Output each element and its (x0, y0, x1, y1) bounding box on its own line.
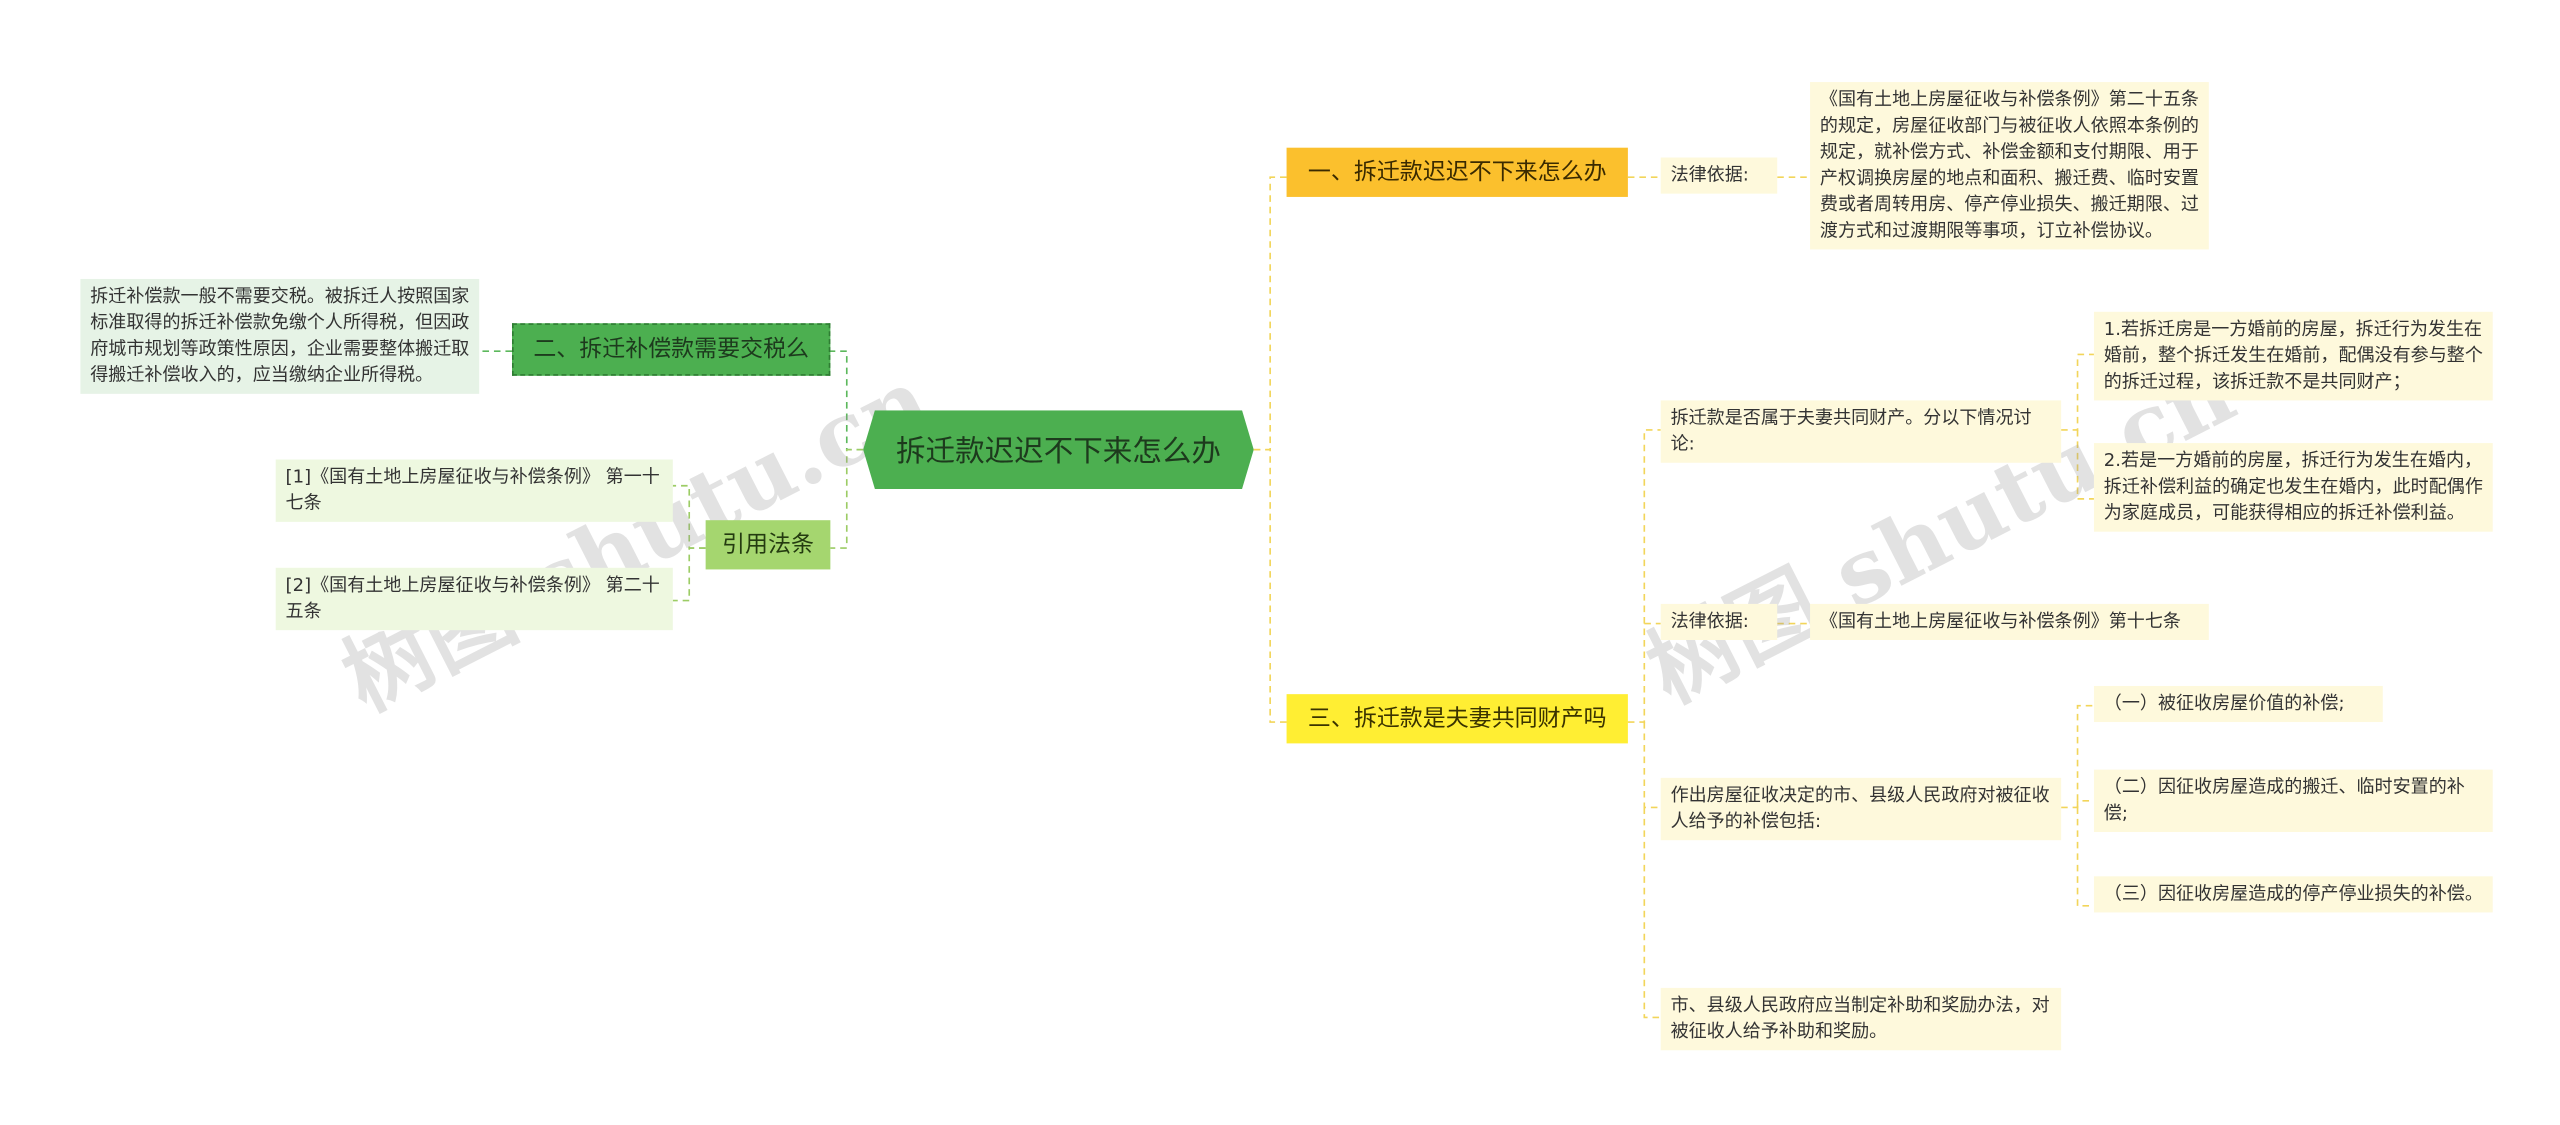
q1-basis-label: 法律依据: (1660, 157, 1778, 194)
citation-item: [2]《国有土地上房屋征收与补偿条例》 第二十五条 (275, 567, 673, 631)
branch-q3[interactable]: 三、拆迁款是夫妻共同财产吗 (1286, 694, 1628, 744)
q3-basis-label: 法律依据: (1660, 603, 1778, 640)
q3-comp-item: （二）因征收房屋造成的搬迁、临时安置的补偿; (2093, 769, 2493, 832)
branch-q1[interactable]: 一、拆迁款迟迟不下来怎么办 (1286, 147, 1628, 197)
q3-reward: 市、县级人民政府应当制定补助和奖励办法，对被征收人给予补助和奖励。 (1660, 987, 2062, 1051)
central-topic[interactable]: 拆迁款迟迟不下来怎么办 (863, 410, 1254, 490)
q3-case-1: 1.若拆迁房是一方婚前的房屋，拆迁行为发生在婚前，整个拆迁发生在婚前，配偶没有参… (2093, 311, 2493, 401)
q3-compensation: 作出房屋征收决定的市、县级人民政府对被征收人给予的补偿包括: (1660, 777, 2062, 841)
q1-basis-text: 《国有土地上房屋征收与补偿条例》第二十五条的规定，房屋征收部门与被征收人依照本条… (1810, 82, 2209, 250)
branch-tax[interactable]: 二、拆迁补偿款需要交税么 (511, 323, 831, 376)
tax-note: 拆迁补偿款一般不需要交税。被拆迁人按照国家标准取得的拆迁补偿款免缴个人所得税，但… (80, 278, 480, 394)
q3-comp-item: （三）因征收房屋造成的停产停业损失的补偿。 (2093, 876, 2493, 913)
q3-discuss: 拆迁款是否属于夫妻共同财产。分以下情况讨论: (1660, 400, 2062, 463)
citation-item: [1]《国有土地上房屋征收与补偿条例》 第一十七条 (275, 459, 673, 522)
q3-basis-text: 《国有土地上房屋征收与补偿条例》第十七条 (1810, 603, 2209, 640)
branch-citations[interactable]: 引用法条 (705, 520, 831, 570)
q3-case-2: 2.若是一方婚前的房屋，拆迁行为发生在婚内，拆迁补偿利益的确定也发生在婚内，此时… (2093, 443, 2493, 532)
q3-comp-item: （一）被征收房屋价值的补偿; (2093, 685, 2383, 723)
